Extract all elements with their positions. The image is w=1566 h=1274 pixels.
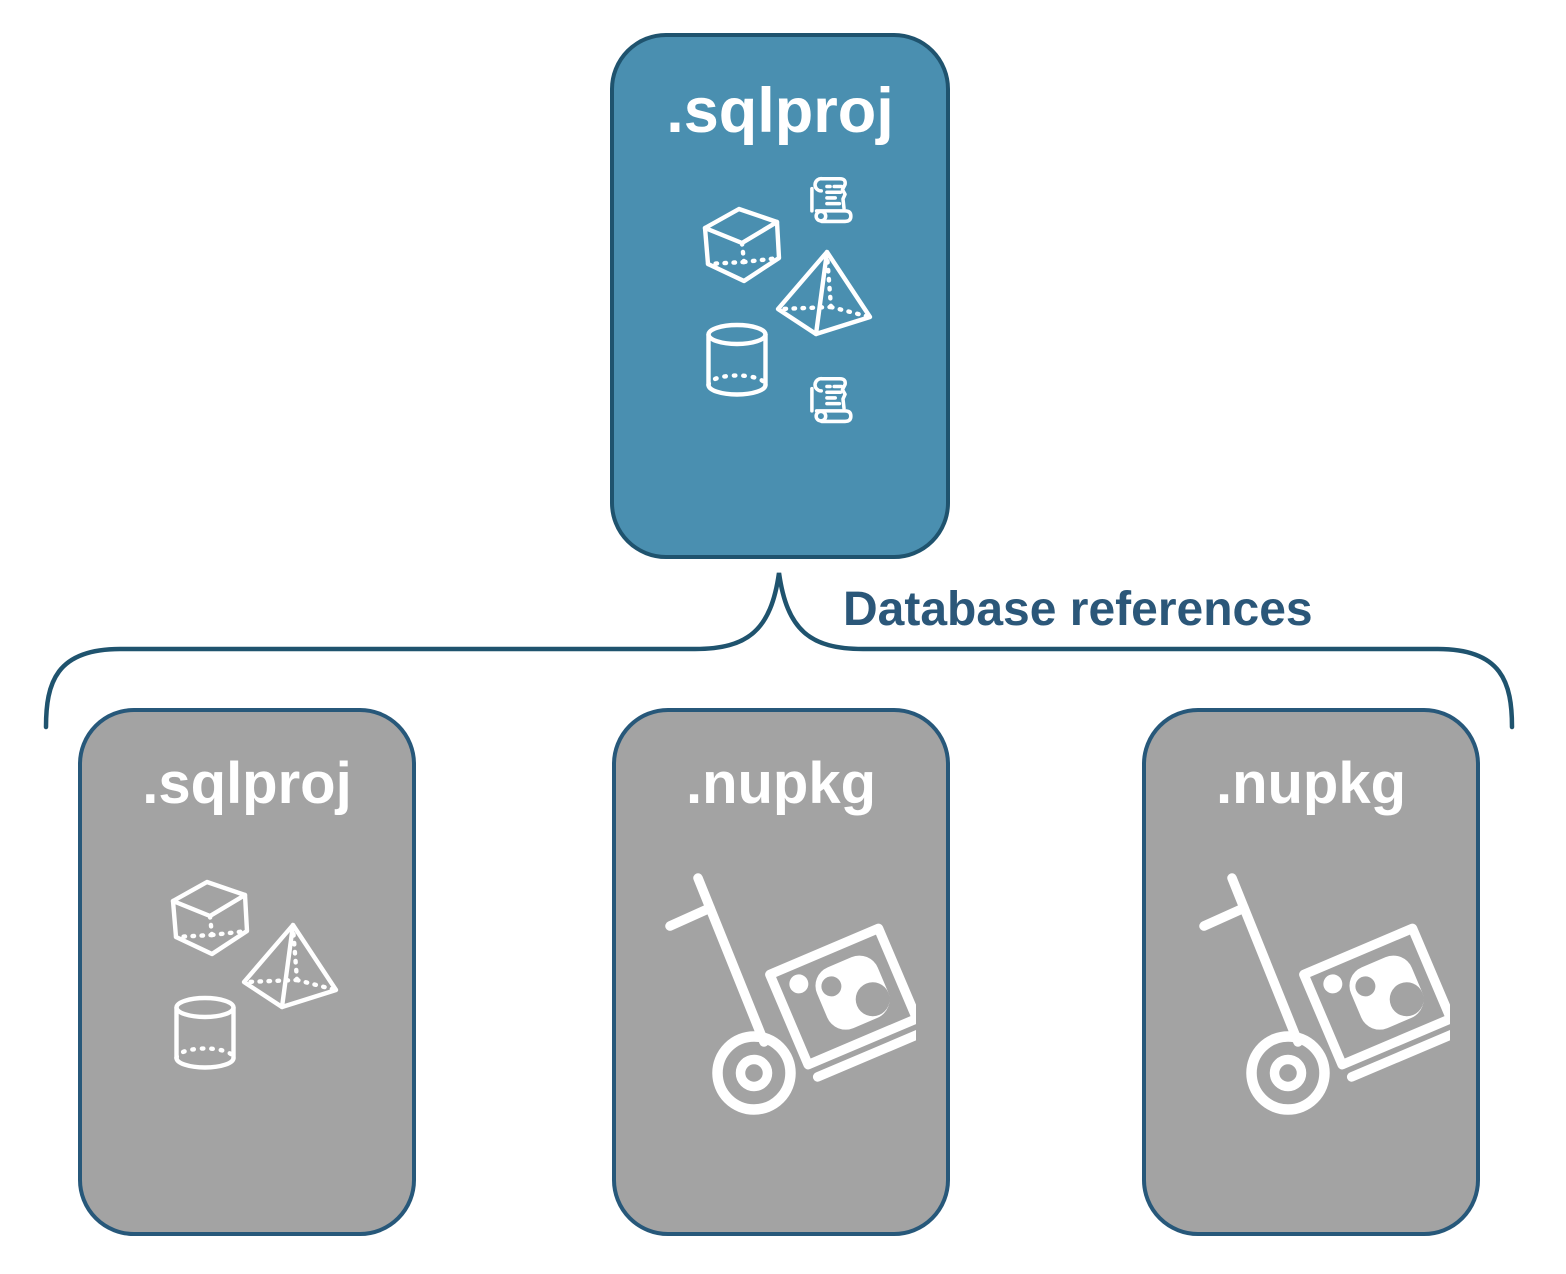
child-node-sqlproj: .sqlproj bbox=[78, 708, 416, 1236]
handtruck-package-icon bbox=[1198, 868, 1450, 1126]
root-node-sqlproj: .sqlproj bbox=[610, 33, 950, 559]
root-node-label: .sqlproj bbox=[666, 76, 894, 146]
connector-label: Database references bbox=[843, 583, 1313, 636]
scroll-icon bbox=[810, 176, 853, 224]
child-node-nupkg-1: .nupkg bbox=[612, 708, 950, 1236]
cylinder-icon bbox=[704, 321, 770, 399]
child-node-label: .sqlproj bbox=[142, 751, 352, 816]
scroll-icon bbox=[810, 376, 853, 424]
cube-icon bbox=[698, 201, 784, 287]
handtruck-package-icon bbox=[664, 868, 916, 1126]
child-node-nupkg-2: .nupkg bbox=[1142, 708, 1480, 1236]
pyramid-icon bbox=[774, 247, 874, 339]
child-node-label: .nupkg bbox=[685, 751, 877, 816]
cylinder-icon bbox=[172, 994, 238, 1072]
child-node-label: .nupkg bbox=[1215, 751, 1407, 816]
pyramid-icon bbox=[240, 920, 340, 1012]
